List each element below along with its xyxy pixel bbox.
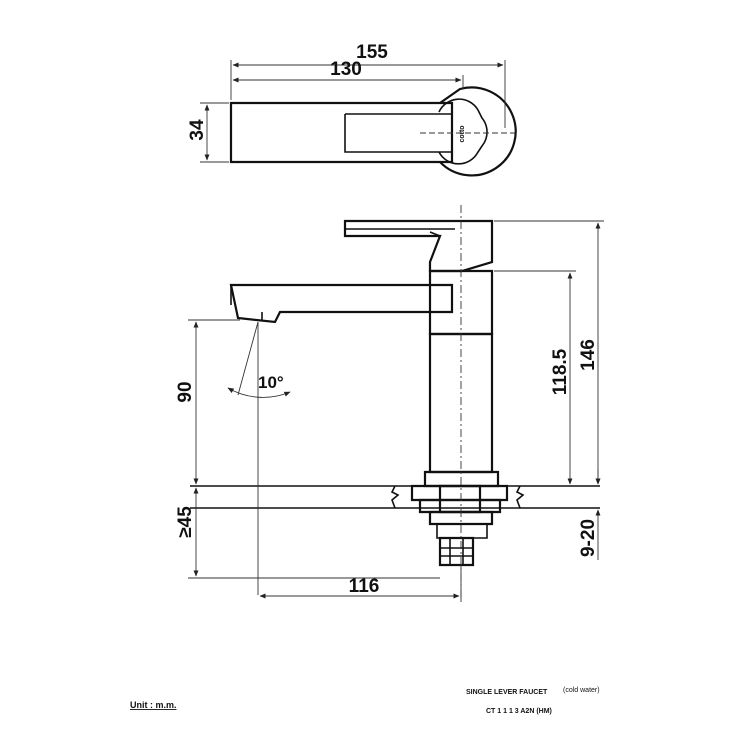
mounting-plate [418,498,502,514]
product-name: SINGLE LEVER FAUCET [466,689,548,696]
model-code: CT 1 1 1 3 A2N (HM) [486,708,552,715]
dimension-angle-label: 10° [258,373,284,392]
dimension-146-label: 146 [578,339,599,371]
dimension-9-20-label: 9-20 [578,519,599,557]
dimension-angle: 10° [227,321,291,595]
dimension-90: 90 [175,319,240,485]
product-note: (cold water) [563,687,600,694]
side-view [190,205,600,600]
top-view-lever [344,114,452,153]
dimension-146: 146 [494,220,604,485]
top-view-body [229,101,454,164]
logo-mark: cotto [459,125,466,142]
dimension-34-label: 34 [187,119,208,141]
dimension-116-label: 116 [349,576,380,597]
dimension-130-label: 130 [330,59,362,80]
dimension-116: 116 [259,565,462,602]
dimension-130: 130 [232,59,464,89]
dimension-118-5: 118.5 [494,270,576,485]
dimension-34: 34 [187,102,229,163]
dimension-155-label: 155 [356,42,388,63]
dimension-45: ≥45 [175,487,440,579]
dimension-45-label: ≥45 [175,506,196,538]
dimension-90-label: 90 [175,381,196,402]
unit-label: Unit : m.m. [130,700,177,710]
mounting-washer [410,484,509,502]
top-view-cap [439,86,517,177]
base-flange [423,470,500,488]
top-view: cotto [229,86,517,177]
dimension-118-5-label: 118.5 [550,348,571,395]
threaded-shank [438,536,475,567]
spout [229,283,454,324]
dimension-155: 155 [230,42,506,128]
dimension-9-20: 9-20 [578,470,601,560]
